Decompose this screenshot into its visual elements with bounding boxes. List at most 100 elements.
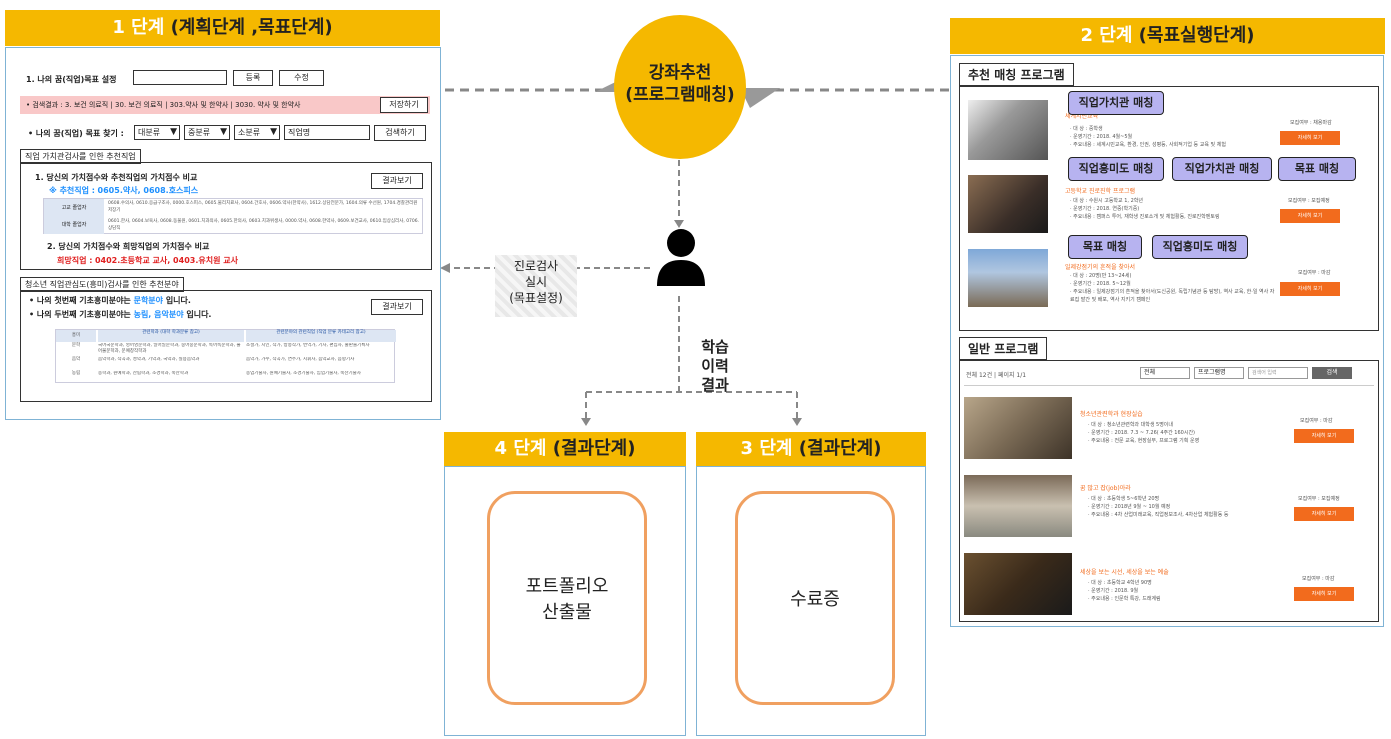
stage3-banner: 3 단계 (결과단계) [696,432,926,466]
itable-r3-c2: 농학과, 원예학과, 산림학과, 조경학과, 축산학과 [98,371,189,376]
m3-detail-button[interactable]: 자세히 보기 [1280,282,1340,296]
g1-detail-button[interactable]: 자세히 보기 [1294,429,1354,443]
tag-goal-match-2: 목표 매칭 [1068,235,1142,259]
goal-input[interactable] [133,70,227,85]
history-line2: 이력 [701,357,729,375]
search-result-text: • 검색결과 : 3. 보건 의료직 | 30. 보건 의료직 | 303.약사… [26,101,301,109]
g3-title: 세상을 보는 시선, 세상을 보는 예술 [1080,569,1169,576]
interest-result-button[interactable]: 결과보기 [371,299,423,315]
g2-desc: · 대 상 : 초등학생 5~6학년 20명 · 운영기간 : 2018년 9월… [1088,496,1229,518]
search-result-bar: • 검색결과 : 3. 보건 의료직 | 30. 보건 의료직 | 303.약사… [20,96,430,114]
interest-line1: • 나의 첫번째 기초흥미분야는 문학분야 입니다. [29,295,191,306]
interest-line2-c: 입니다. [183,310,212,319]
stage1-banner-label: (계획단계 ,목표단계) [164,17,333,38]
stage3-banner-num: 3 단계 [740,438,793,459]
hope-jobs: 0402.초등학교 교사, 0403.유치원 교사 [94,256,238,265]
history-line1: 학습 [701,338,729,356]
m1-desc: · 대 상 : 중학생 · 운영기간 : 2018. 4월~5월 · 주요내용 … [1070,126,1226,148]
m1-detail-button[interactable]: 자세히 보기 [1280,131,1340,145]
history-label: 학습 이력 결과 [690,338,740,395]
itable-h3: 관련분야의 관련직업 (직업 분류 카테고리 참고) [246,330,396,342]
match-photo-1 [968,100,1048,160]
hope-line: 희망직업 : 0402.초등학교 교사, 0403.유치원 교사 [57,255,238,266]
table-row1-text: 0608.수의사, 0610.응급구조사, 0000.호스피스, 0605.물리… [108,201,418,213]
itable-r2-c2: 음악학과, 작곡과, 성악과, 기악과, 국악과, 실용음악과 [98,357,200,362]
matching-circle: 강좌추천 (프로그램매칭) [614,15,746,159]
m2-desc: · 대 상 : 수원시 고등학교 1, 2학년 · 운영기간 : 2018. 연… [1070,198,1220,220]
m3-desc: · 대 상 : 20명(만 13~24세) · 운영기간 : 2018. 5~1… [1070,273,1275,303]
stage4-banner: 4 단계 (결과단계) [444,432,686,466]
stage4-banner-label: (결과단계) [546,438,636,459]
select-mid[interactable]: 중분류 [184,125,230,140]
interest-line1-c: 입니다. [163,296,191,305]
g1-status: 모집여부 : 마감 [1300,418,1333,424]
match-photo-3 [968,249,1048,307]
arrow-down-to-person [674,220,684,228]
g3-detail-button[interactable]: 자세히 보기 [1294,587,1354,601]
tag-interest-match: 직업흥미도 매칭 [1068,157,1164,181]
arrow-right-to-circle [740,88,780,108]
filter-program[interactable]: 프로그램명 [1194,367,1244,379]
search-button[interactable]: 검색하기 [374,125,426,141]
interest-section-title: 청소년 직업관심도(흥미)검사를 인한 추천분야 [20,277,184,292]
job-name-input[interactable]: 직업명 [284,125,370,140]
stage2-banner: 2 단계 (목표실행단계) [950,18,1385,54]
value-q1: 1. 당신의 가치점수와 추천직업의 가치점수 비교 [35,173,198,182]
filter-search-button[interactable]: 검색 [1312,367,1352,379]
select-large[interactable]: 대분류 [134,125,180,140]
g2-status: 모집여부 : 모집예정 [1298,496,1340,502]
value-section-title: 직업 가치관검사를 인한 추천직업 [20,149,141,164]
g2-detail-button[interactable]: 자세히 보기 [1294,507,1354,521]
g1-desc: · 대 상 : 청소년관련학과 대학생 5명이내 · 운영기간 : 2018. … [1088,422,1200,444]
select-small[interactable]: 소분류 [234,125,280,140]
itable-r2-c3: 음악가, 가수, 작곡가, 연주가, 지휘자, 음악교사, 음향기사 [246,357,355,362]
test-note-line3: (목표설정) [509,291,563,305]
arrow-down-stage3 [792,418,802,426]
tag-value-match-2: 직업가치관 매칭 [1172,157,1272,181]
general-title: 일반 프로그램 [959,337,1048,360]
general-divider-top [964,385,1374,386]
test-note-line2: 실시 [524,275,548,289]
list-count: 전체 12건 | 페이지 1/1 [966,372,1027,379]
match-photo-2 [968,175,1048,233]
itable-r1-c3: 소설가, 시인, 작가, 방송작가, 번역가, 기자, 편집자, 출판물기획자 [246,343,370,348]
test-note-line1: 진로검사 [513,259,559,273]
stage3-panel: 수료증 [696,466,926,736]
edit-button[interactable]: 수정 [279,70,324,86]
table-row2-text: 0601.한사, 0604.보육사, 0608.동물원, 0601.치과의사, … [108,219,420,231]
recommend-prefix: ※ 추천직업 : [49,186,95,195]
general-box: 전체 12건 | 페이지 1/1 전체 프로그램명 검색어 입력 검색 청소년관… [959,360,1379,622]
itable-r2-c1: 음악 [71,357,81,362]
itable-r3-c3: 농업기술자, 원예기술자, 조경기술자, 임업기술자, 축산기술자 [246,371,361,376]
arrow-left-to-stage1 [440,263,450,273]
itable-r1-c2: 국어국문학과, 영어영문학과, 일어일문학과, 중어중문학과, 독어독문학과, … [98,343,241,354]
value-result-button[interactable]: 결과보기 [371,173,423,189]
stage1-panel: 1. 나의 꿈(직업)목표 설정 등록 수정 • 검색결과 : 3. 보건 의료… [5,47,441,420]
register-button[interactable]: 등록 [233,70,273,86]
arrow-down-stage4 [581,418,591,426]
itable-h1: 흥미 [56,330,96,342]
g2-title: 꿈 많고 잡(job)아라 [1080,485,1131,492]
interest-section-box: 결과보기 • 나의 첫번째 기초흥미분야는 문학분야 입니다. • 나의 두번째… [20,290,432,402]
recommend-jobs: 0605.약사, 0608.호스피스 [97,186,199,195]
m3-status: 모집여부 : 마감 [1298,270,1331,276]
itable-r3-c1: 농림 [71,371,81,376]
save-button[interactable]: 저장하기 [380,97,428,113]
portfolio-line2: 산출물 [542,602,592,623]
stage3-banner-label: (결과단계) [792,438,882,459]
stage4-banner-num: 4 단계 [494,438,547,459]
portfolio-box: 포트폴리오 산출물 [487,491,647,705]
itable-r1-c1: 문학 [71,343,81,348]
stage2-banner-label: (목표실행단계) [1132,25,1255,46]
certificate-text: 수료증 [790,589,840,610]
m1-title: 세계시민교육 [1065,113,1099,120]
filter-input[interactable]: 검색어 입력 [1248,367,1308,379]
m3-title: 일제강점기의 흔적을 찾아서 [1065,264,1136,271]
interest-line1-a: • 나의 첫번째 기초흥미분야는 [29,296,134,305]
filter-all[interactable]: 전체 [1140,367,1190,379]
goal-label: 1. 나의 꿈(직업)목표 설정 [26,75,117,84]
match-box: 세계시민교육 · 대 상 : 중학생 · 운영기간 : 2018. 4월~5월 … [959,86,1379,331]
general-photo-1 [964,397,1072,459]
m2-detail-button[interactable]: 자세히 보기 [1280,209,1340,223]
